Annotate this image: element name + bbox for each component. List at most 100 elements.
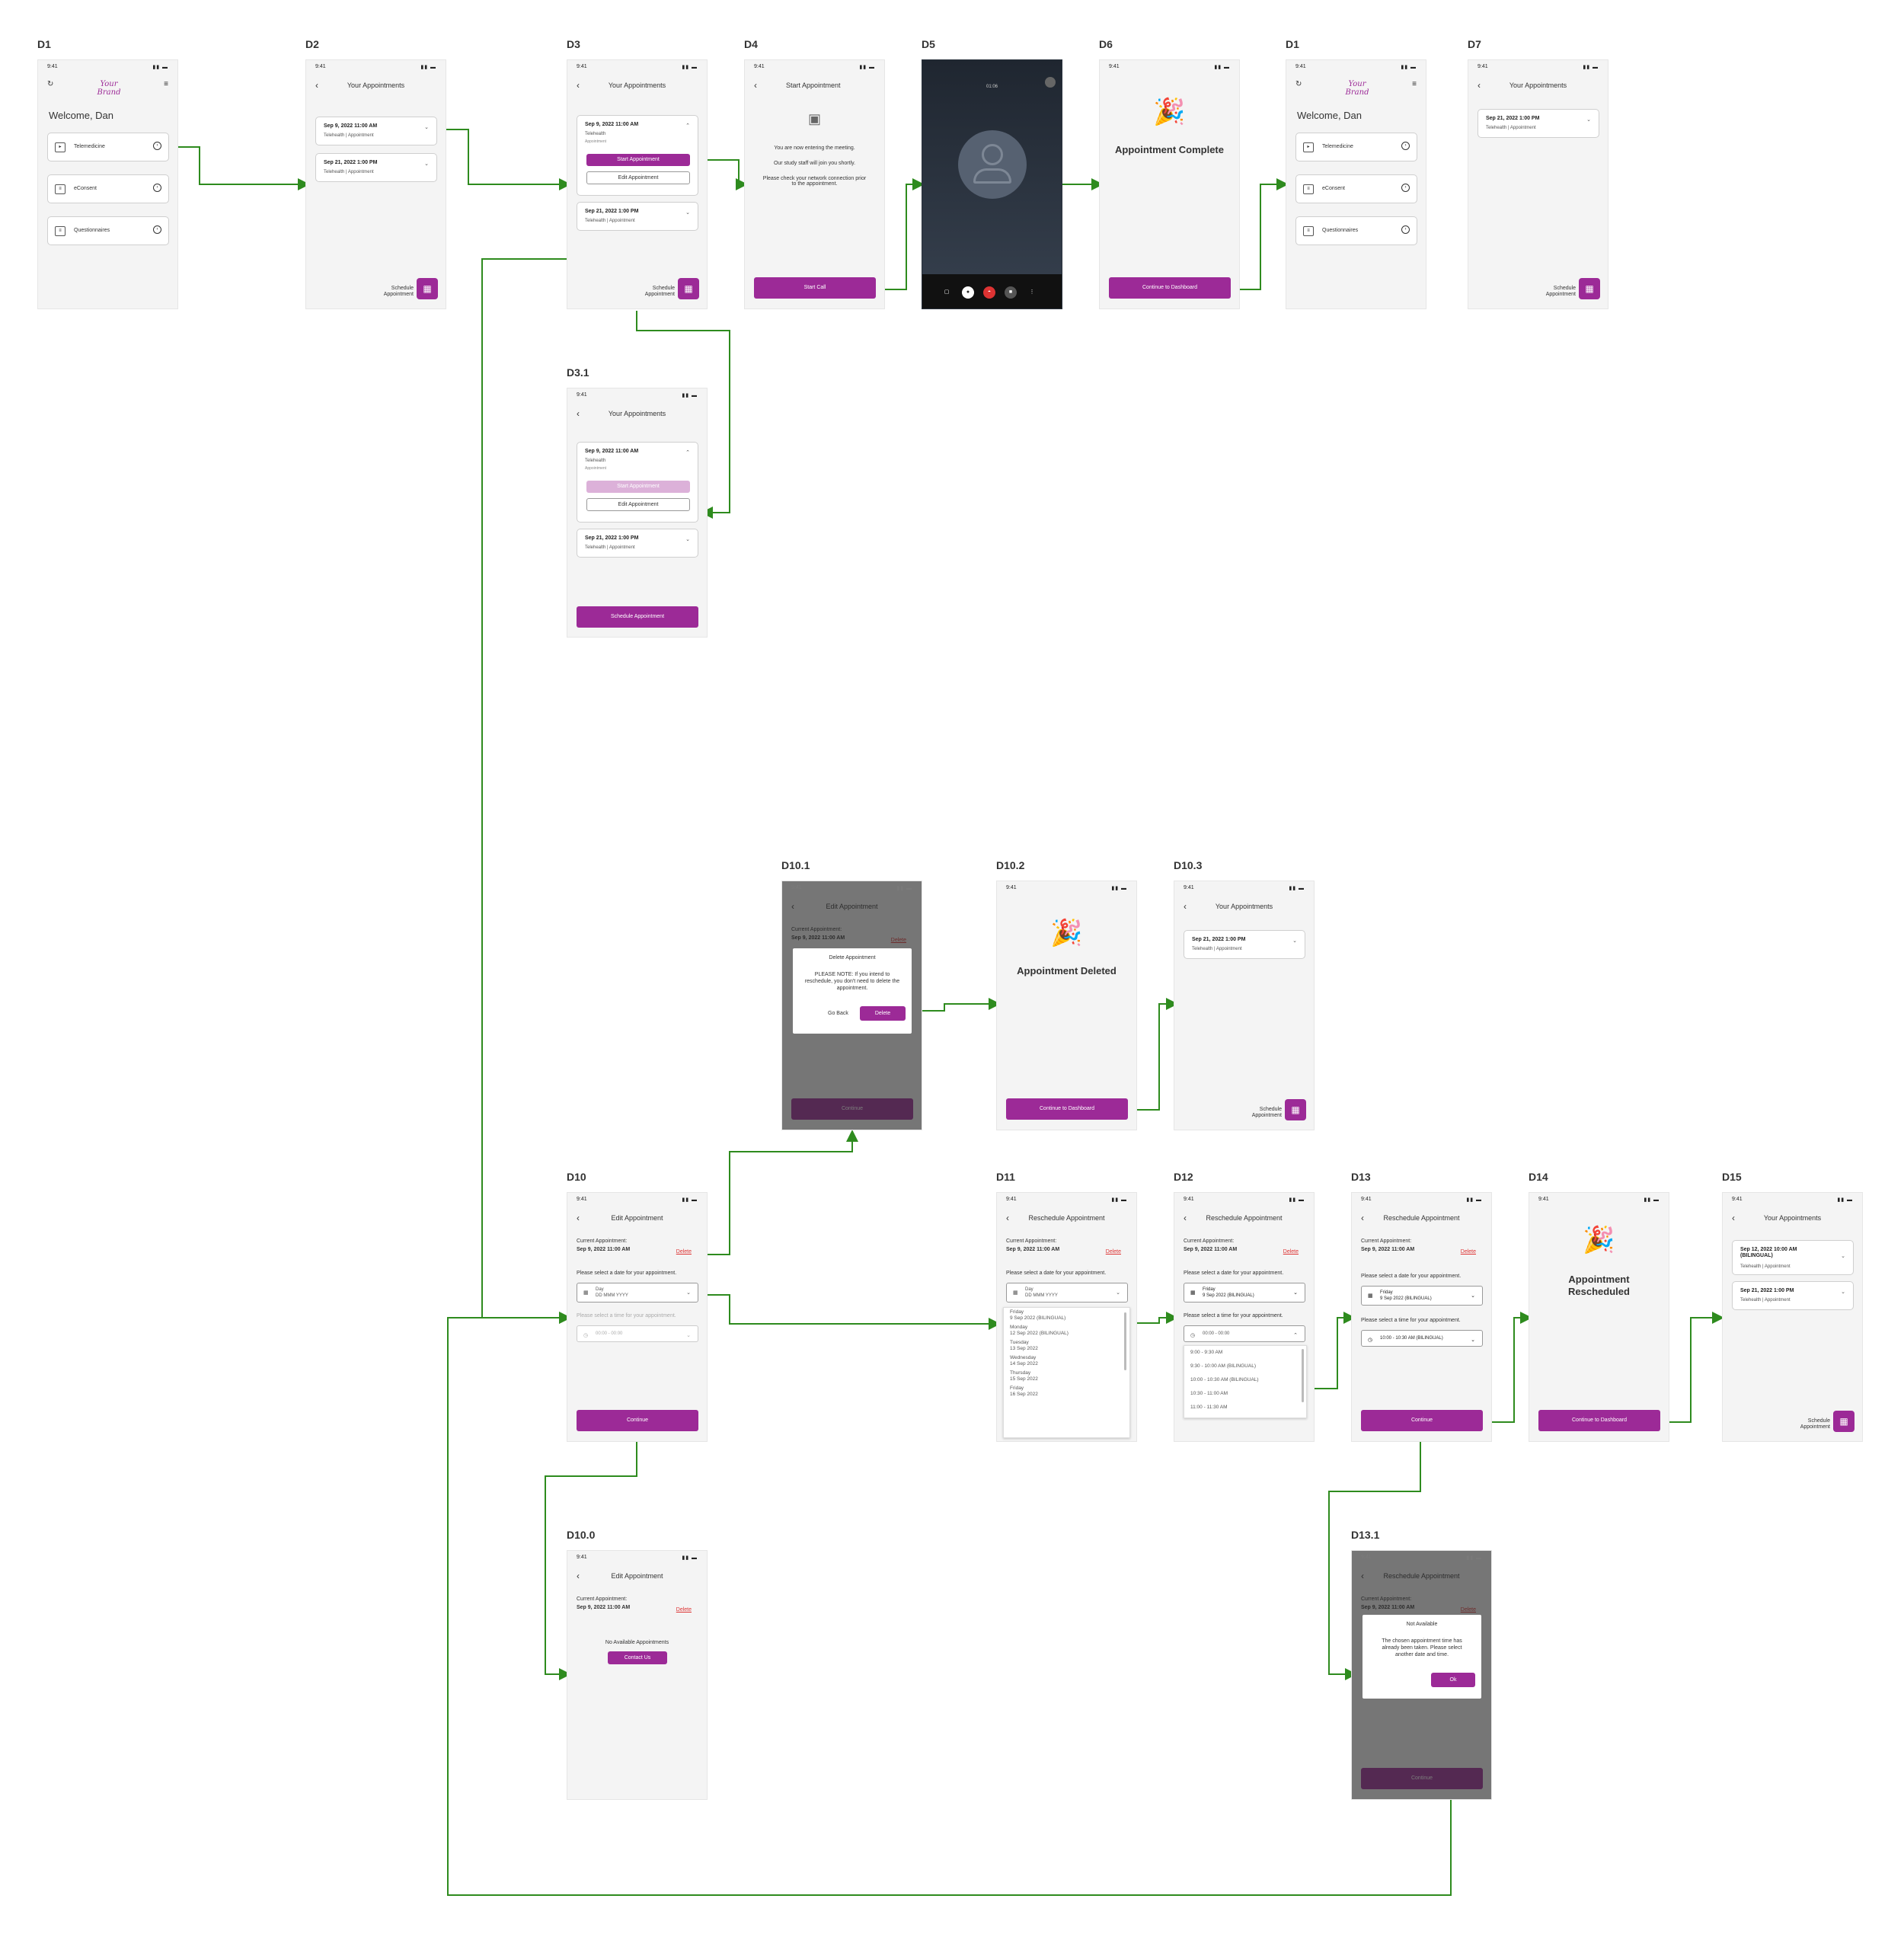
contact-us-button[interactable]: Contact Us [608, 1651, 667, 1664]
connector-d3-d10 [481, 187, 637, 1324]
appt-type: Telehealth | Appointment [585, 545, 635, 550]
list-scrollbar[interactable] [1124, 1312, 1126, 1370]
back-arrow-icon[interactable]: ‹ [577, 1571, 580, 1581]
questionnaires-item[interactable]: ≡Questionnaires› [1295, 216, 1417, 245]
back-arrow-icon[interactable]: ‹ [577, 80, 580, 91]
continue-button[interactable]: Continue [1361, 1410, 1483, 1431]
party-popper-icon: 🎉 [1583, 1226, 1615, 1255]
econsent-item[interactable]: ≡eConsent› [47, 174, 169, 203]
back-arrow-icon[interactable]: ‹ [1184, 1213, 1187, 1223]
time-picker[interactable]: ◷10:00 - 10:30 AM (BILINGUAL)⌄ [1361, 1330, 1483, 1347]
screen-label: D13.1 [1351, 1529, 1380, 1541]
chevron-down-icon: ⌄ [685, 210, 690, 216]
refresh-icon[interactable]: ↻ [47, 80, 54, 88]
questionnaires-item[interactable]: ≡Questionnaires› [47, 216, 169, 245]
calendar-icon[interactable]: ▦ [1285, 1099, 1306, 1120]
schedule-line: Appointment [644, 292, 675, 297]
telemedicine-item[interactable]: ▸Telemedicine› [47, 133, 169, 161]
back-arrow-icon[interactable]: ‹ [577, 408, 580, 419]
back-arrow-icon[interactable]: ‹ [1184, 901, 1187, 912]
calendar-icon[interactable]: ▦ [417, 278, 438, 299]
ok-button[interactable]: Ok [1431, 1673, 1475, 1687]
menu-icon[interactable]: ≡ [1412, 80, 1417, 88]
calendar-icon[interactable]: ▦ [1833, 1411, 1854, 1432]
go-back-button[interactable]: Go Back [828, 1011, 848, 1016]
time-prompt: Please select a time for your appointmen… [1184, 1313, 1283, 1319]
camera-icon[interactable]: ■ [1005, 286, 1017, 299]
time-option[interactable]: 10:30 - 11:00 AM [1190, 1391, 1228, 1396]
econsent-item[interactable]: ≡eConsent› [1295, 174, 1417, 203]
start-call-button[interactable]: Start Call [754, 277, 876, 299]
delete-link[interactable]: Delete [676, 1249, 692, 1255]
page-title: Start Appointment [786, 82, 841, 89]
back-arrow-icon[interactable]: ‹ [577, 1213, 580, 1223]
selected-date: 9 Sep 2022 (BILINGUAL) [1203, 1293, 1254, 1298]
info-line: Please check your network connection pri… [762, 176, 867, 187]
calendar-icon[interactable]: ▦ [678, 278, 699, 299]
appointment-card[interactable]: Sep 12, 2022 10:00 AM (BILINGUAL)Telehea… [1732, 1240, 1854, 1275]
delete-link[interactable]: Delete [1460, 1249, 1476, 1255]
start-appointment-button[interactable]: Start Appointment [586, 154, 690, 166]
appointment-card-expanded[interactable]: Sep 9, 2022 11:00 AM Telehealth Appointm… [577, 442, 698, 523]
continue-dashboard-button[interactable]: Continue to Dashboard [1109, 277, 1231, 299]
time-picker[interactable]: ◷00:00 - 00:00⌄ [577, 1325, 698, 1342]
edit-appointment-button[interactable]: Edit Appointment [586, 171, 690, 184]
delete-button[interactable]: Delete [860, 1006, 906, 1021]
chevron-down-icon: ⌄ [424, 125, 429, 130]
telemedicine-item[interactable]: ▸Telemedicine› [1295, 133, 1417, 161]
edit-appointment-button[interactable]: Edit Appointment [586, 498, 690, 511]
appointment-card-expanded[interactable]: Sep 9, 2022 11:00 AM Telehealth Appointm… [577, 115, 698, 196]
back-arrow-icon[interactable]: ‹ [1361, 1213, 1364, 1223]
chevron-down-icon: ⌄ [1292, 938, 1297, 944]
refresh-icon[interactable]: ↻ [1295, 80, 1302, 88]
battery-icon: ▮▮ ▬ [152, 65, 168, 70]
more-icon[interactable]: ⋮ [1029, 289, 1035, 295]
current-appt-label: Current Appointment: [577, 1239, 628, 1244]
back-arrow-icon[interactable]: ‹ [315, 80, 318, 91]
back-arrow-icon[interactable]: ‹ [754, 80, 757, 91]
schedule-appointment-button[interactable]: Schedule Appointment [577, 606, 698, 628]
back-arrow-icon[interactable]: ‹ [1732, 1213, 1735, 1223]
chat-icon[interactable]: ▢ [944, 289, 950, 295]
continue-dashboard-button[interactable]: Continue to Dashboard [1006, 1098, 1128, 1120]
continue-dashboard-button[interactable]: Continue to Dashboard [1538, 1410, 1660, 1431]
time-option[interactable]: 10:00 - 10:30 AM (BILINGUAL) [1190, 1377, 1259, 1382]
time-picker[interactable]: ◷00:00 - 00:00⌃ [1184, 1325, 1305, 1342]
time-option[interactable]: 11:00 - 11:30 AM [1190, 1405, 1228, 1410]
delete-link[interactable]: Delete [1283, 1249, 1299, 1255]
list-scrollbar[interactable] [1302, 1349, 1304, 1402]
mic-icon[interactable]: ● [962, 286, 974, 299]
connector-d14-d15 [1660, 1312, 1724, 1423]
menu-item-label: Questionnaires [1322, 228, 1359, 233]
time-option[interactable]: 9:30 - 10:00 AM (BILINGUAL) [1190, 1363, 1256, 1369]
calendar-icon[interactable]: ▦ [1579, 278, 1600, 299]
back-arrow-icon[interactable]: ‹ [1006, 1213, 1009, 1223]
menu-icon[interactable]: ≡ [164, 80, 168, 88]
delete-link[interactable]: Delete [1105, 1249, 1121, 1255]
hang-up-icon[interactable]: ◓ [983, 286, 995, 299]
time-option[interactable]: 9:00 - 9:30 AM [1190, 1350, 1223, 1355]
back-arrow-icon[interactable]: ‹ [1478, 80, 1481, 91]
continue-button[interactable]: Continue [577, 1410, 698, 1431]
delete-link[interactable]: Delete [676, 1607, 692, 1613]
screen-label: D10.2 [996, 859, 1025, 871]
